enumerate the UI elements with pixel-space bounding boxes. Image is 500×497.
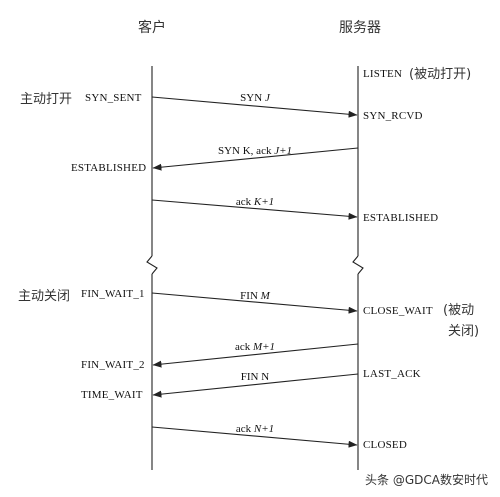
message-syn-var: J	[265, 92, 271, 104]
passive-close-note-line2: 关闭)	[448, 324, 479, 339]
server-state-established: ESTABLISHED	[363, 212, 438, 224]
client-state-syn-sent: SYN_SENT	[85, 92, 142, 104]
server-state-last-ack: LAST_ACK	[363, 368, 421, 380]
client-header: 客户	[138, 19, 166, 36]
svg-text:ack M+1: ack M+1	[235, 341, 275, 353]
message-fin-m-text: FIN	[240, 290, 260, 302]
passive-close-note-line1: (被动	[443, 303, 474, 318]
message-ack-n-var: N+1	[253, 423, 274, 435]
svg-text:FIN M: FIN M	[240, 290, 270, 302]
client-state-fin-wait-2: FIN_WAIT_2	[81, 359, 145, 371]
message-syn-text: SYN	[240, 92, 265, 104]
message-ack-k-var: K+1	[253, 196, 274, 208]
message-syn-ack: SYN K, ack J+1	[152, 145, 359, 171]
message-fin-n: FIN N	[152, 371, 359, 398]
message-ack-m: ack M+1	[152, 341, 359, 368]
svg-text:SYN J: SYN J	[240, 92, 271, 104]
message-ack-n: ack N+1	[151, 423, 358, 448]
message-syn-ack-var: J+1	[274, 145, 292, 157]
server-state-close-wait: CLOSE_WAIT	[363, 305, 433, 317]
active-open-note: 主动打开	[20, 92, 72, 107]
message-ack-k: ack K+1	[151, 196, 358, 220]
client-state-established: ESTABLISHED	[71, 162, 146, 174]
message-ack-n-text: ack	[236, 423, 254, 435]
message-ack-m-var: M+1	[252, 341, 275, 353]
svg-text:ack K+1: ack K+1	[236, 196, 274, 208]
svg-text:SYN K, ack J+1: SYN K, ack J+1	[218, 145, 292, 157]
client-state-time-wait: TIME_WAIT	[81, 389, 143, 401]
message-syn: SYN J	[151, 92, 358, 118]
active-close-note: 主动关闭	[18, 289, 70, 304]
passive-open-note: (被动打开)	[409, 67, 471, 82]
client-state-fin-wait-1: FIN_WAIT_1	[81, 288, 145, 300]
server-header: 服务器	[339, 20, 381, 36]
message-fin-m-var: M	[260, 290, 271, 302]
server-state-syn-rcvd: SYN_RCVD	[363, 110, 423, 122]
message-ack-m-text: ack	[235, 341, 253, 353]
watermark: 头条 @GDCA数安时代	[365, 472, 488, 487]
server-timeline	[352, 66, 364, 470]
server-state-listen: LISTEN	[363, 68, 402, 80]
message-syn-ack-text: SYN K, ack	[218, 145, 274, 157]
client-timeline	[146, 66, 158, 470]
message-fin-m: FIN M	[151, 290, 358, 314]
server-state-closed: CLOSED	[363, 439, 407, 451]
message-ack-k-text: ack	[236, 196, 254, 208]
message-fin-n-text: FIN N	[241, 371, 269, 383]
svg-text:ack N+1: ack N+1	[236, 423, 274, 435]
svg-text:FIN N: FIN N	[241, 371, 269, 383]
